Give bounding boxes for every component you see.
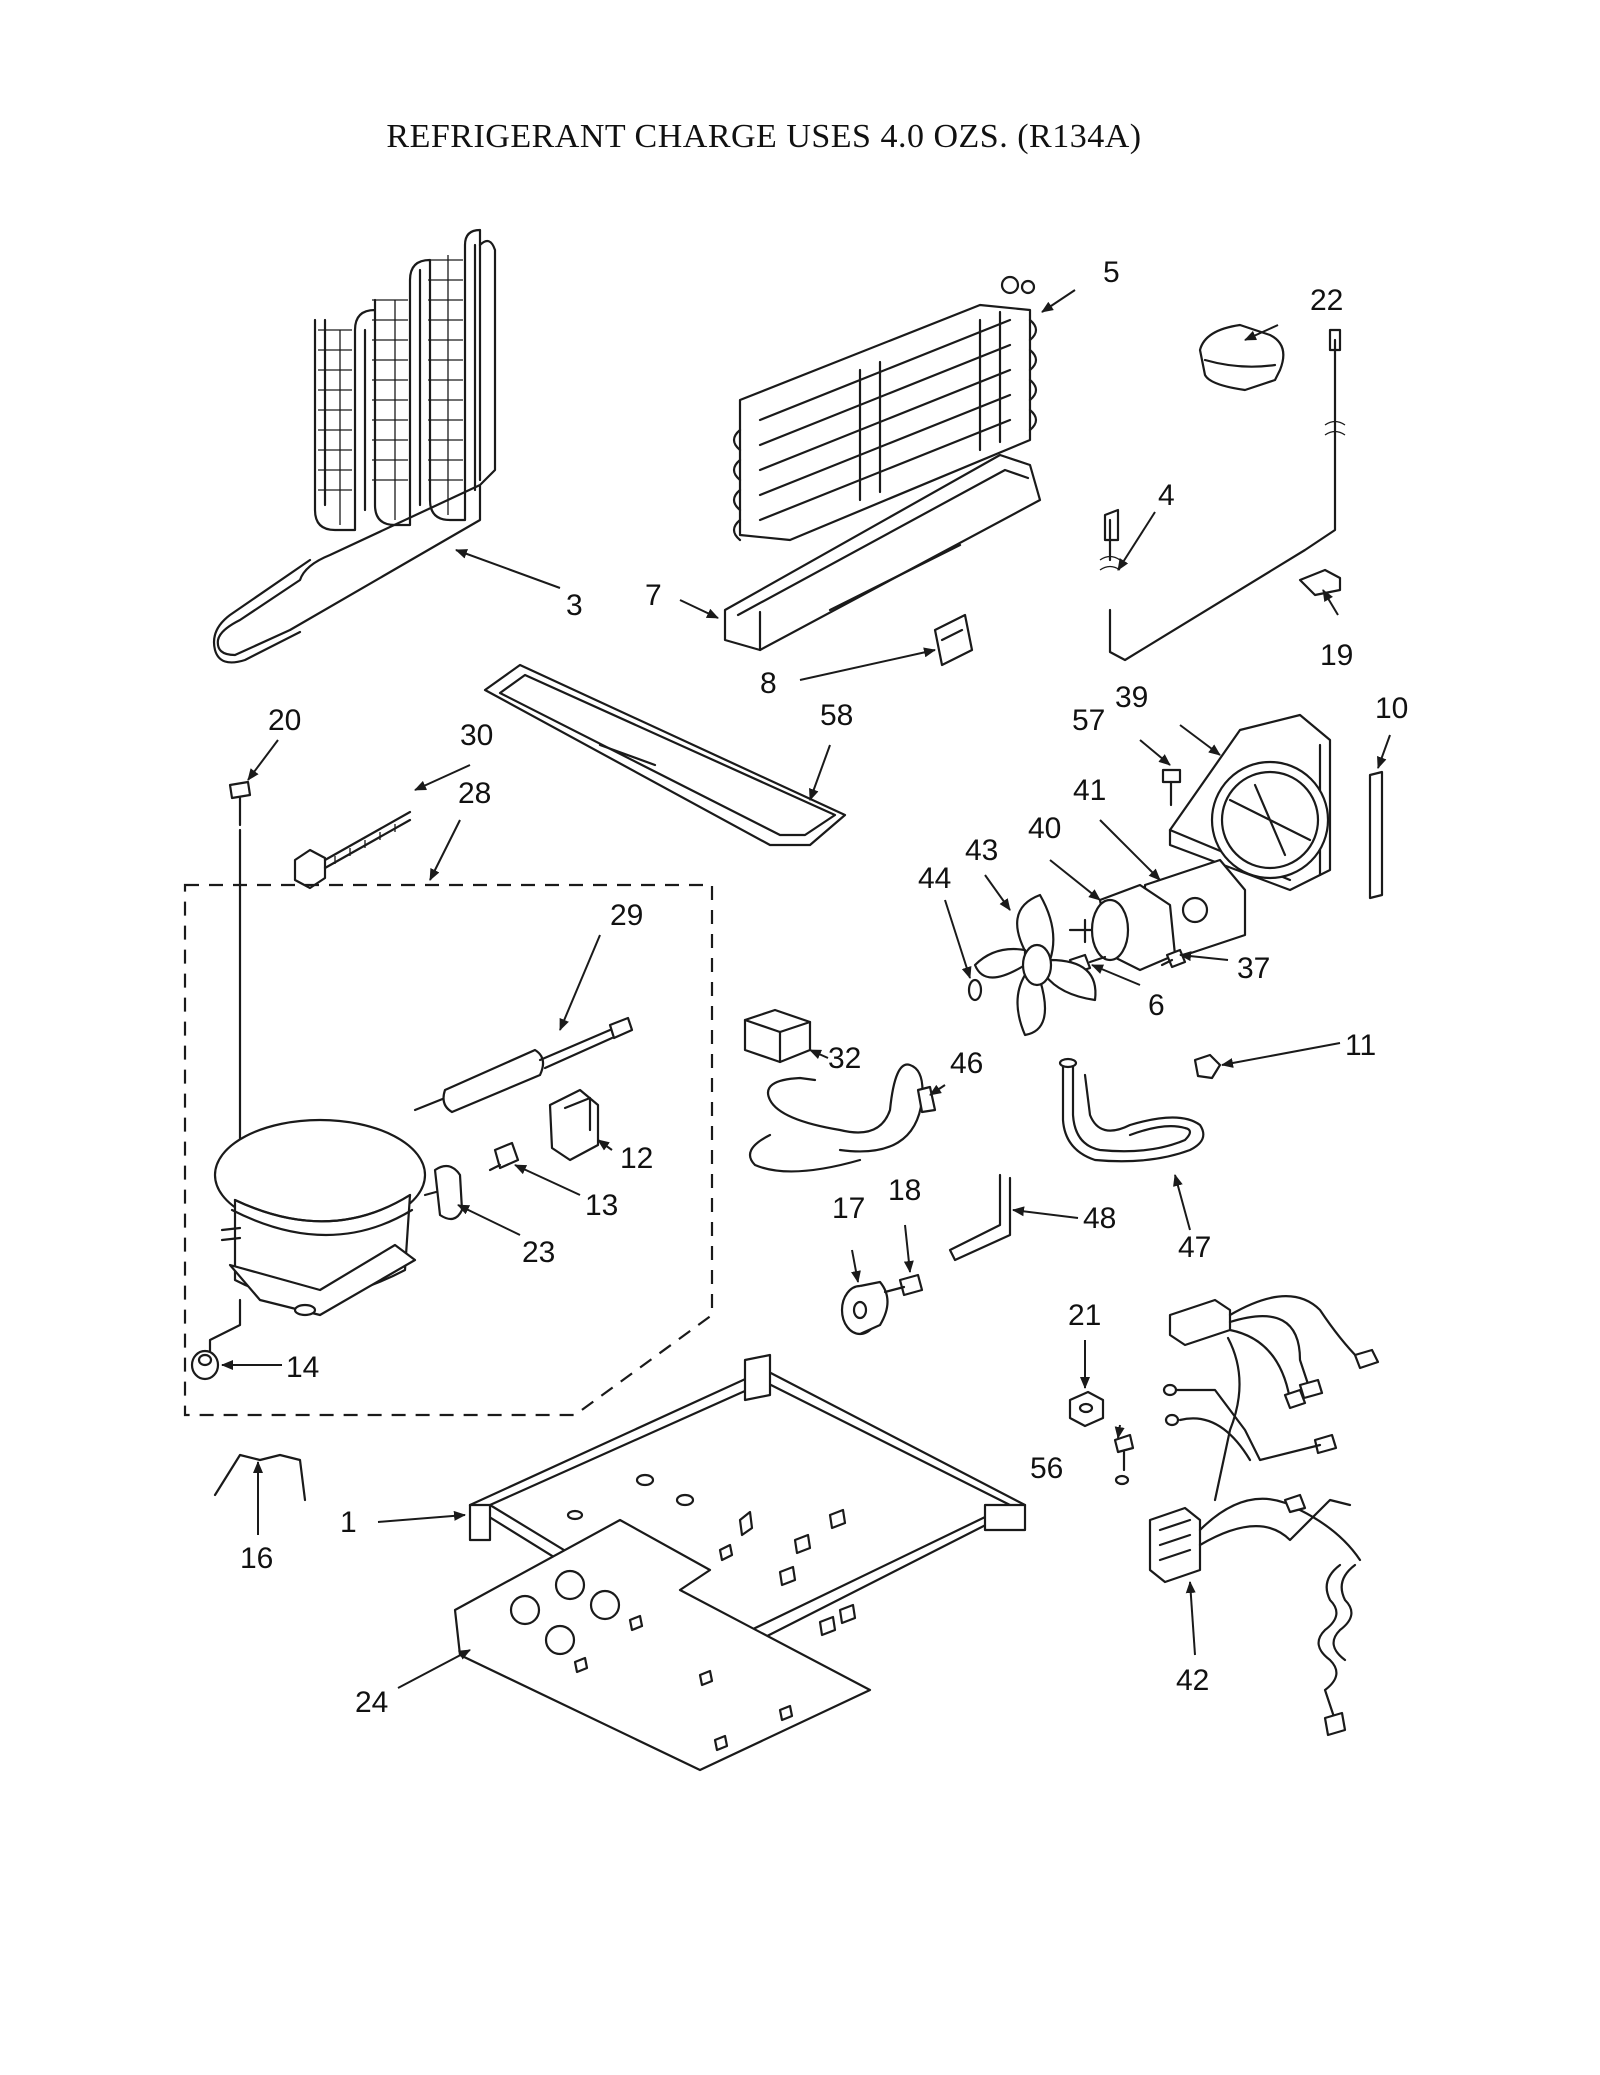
compressor — [208, 1118, 427, 1357]
callout-labels: 5 22 4 3 7 8 19 58 20 30 28 39 57 10 41 … — [240, 256, 1408, 1719]
drip-tray — [483, 663, 847, 847]
callout-6: 6 — [1148, 989, 1165, 1022]
callout-39: 39 — [1115, 681, 1148, 714]
callout-40: 40 — [1028, 812, 1061, 845]
filter-drier — [413, 1016, 634, 1114]
callout-23: 23 — [522, 1236, 555, 1269]
compressor-assembly-boundary — [183, 883, 714, 1417]
callout-7: 7 — [645, 579, 662, 612]
gasket-strip — [1368, 770, 1384, 900]
callout-4: 4 — [1158, 479, 1175, 512]
callout-24: 24 — [355, 1686, 388, 1719]
callout-32: 32 — [828, 1042, 861, 1075]
callout-37: 37 — [1237, 952, 1270, 985]
callout-11: 11 — [1345, 1029, 1376, 1062]
callout-43: 43 — [965, 834, 998, 867]
callout-20: 20 — [268, 704, 301, 737]
callout-22: 22 — [1310, 284, 1343, 317]
evaporator — [732, 275, 1038, 542]
callout-28: 28 — [458, 777, 491, 810]
foam-block — [1198, 323, 1285, 392]
fan-blade — [973, 893, 1097, 1037]
fan-retainer — [967, 978, 983, 1002]
callout-leaders — [221, 289, 1391, 1689]
start-relay — [548, 1088, 600, 1162]
callout-19: 19 — [1320, 639, 1353, 672]
callout-48: 48 — [1083, 1202, 1116, 1235]
screw-56 — [1113, 1433, 1135, 1486]
callout-47: 47 — [1178, 1231, 1211, 1264]
callout-41: 41 — [1073, 774, 1106, 807]
clip-bracket — [1298, 568, 1342, 597]
overload-protector — [488, 1141, 520, 1172]
nut — [1068, 1390, 1105, 1428]
callout-16: 16 — [240, 1542, 273, 1575]
rod-bracket — [948, 1173, 1012, 1262]
cable-tie — [293, 810, 412, 890]
callout-12: 12 — [620, 1142, 653, 1175]
condenser-coil — [212, 228, 497, 664]
callout-57: 57 — [1072, 704, 1105, 737]
drain-trough — [723, 453, 1042, 652]
water-tube — [1058, 1057, 1205, 1163]
screw-57 — [1161, 768, 1182, 807]
callout-30: 30 — [460, 719, 493, 752]
diagram-title: REFRIGERANT CHARGE USES 4.0 OZS. (R134A) — [386, 118, 1142, 155]
callout-58: 58 — [820, 699, 853, 732]
terminal-cover — [423, 1164, 464, 1221]
drain-tube — [748, 1063, 937, 1173]
clip — [933, 613, 974, 667]
callout-13: 13 — [585, 1189, 618, 1222]
capacitor — [743, 1008, 812, 1064]
callout-18: 18 — [888, 1174, 921, 1207]
wire-clip — [213, 1453, 307, 1502]
callout-21: 21 — [1068, 1299, 1101, 1332]
fan-shroud — [1168, 713, 1332, 892]
callout-8: 8 — [760, 667, 777, 700]
wiring-harness — [1148, 1295, 1380, 1737]
callout-14: 14 — [286, 1351, 319, 1384]
callout-5: 5 — [1103, 256, 1120, 289]
bottom-insulation-plate — [453, 1518, 872, 1772]
callout-56: 56 — [1030, 1452, 1063, 1485]
callout-17: 17 — [832, 1192, 865, 1225]
wheel-axle-screw — [883, 1273, 924, 1297]
callout-44: 44 — [918, 862, 951, 895]
thermistor-cable — [1099, 328, 1346, 662]
screw-20 — [228, 780, 252, 1192]
callout-1: 1 — [340, 1506, 357, 1539]
roller-wheel — [840, 1280, 889, 1336]
callout-42: 42 — [1176, 1664, 1209, 1697]
callout-29: 29 — [610, 899, 643, 932]
callout-46: 46 — [950, 1047, 983, 1080]
grommet — [1193, 1053, 1222, 1080]
compressor-grommet — [190, 1349, 220, 1381]
callout-10: 10 — [1375, 692, 1408, 725]
callout-3: 3 — [566, 589, 583, 622]
fan-motor — [1068, 883, 1177, 972]
